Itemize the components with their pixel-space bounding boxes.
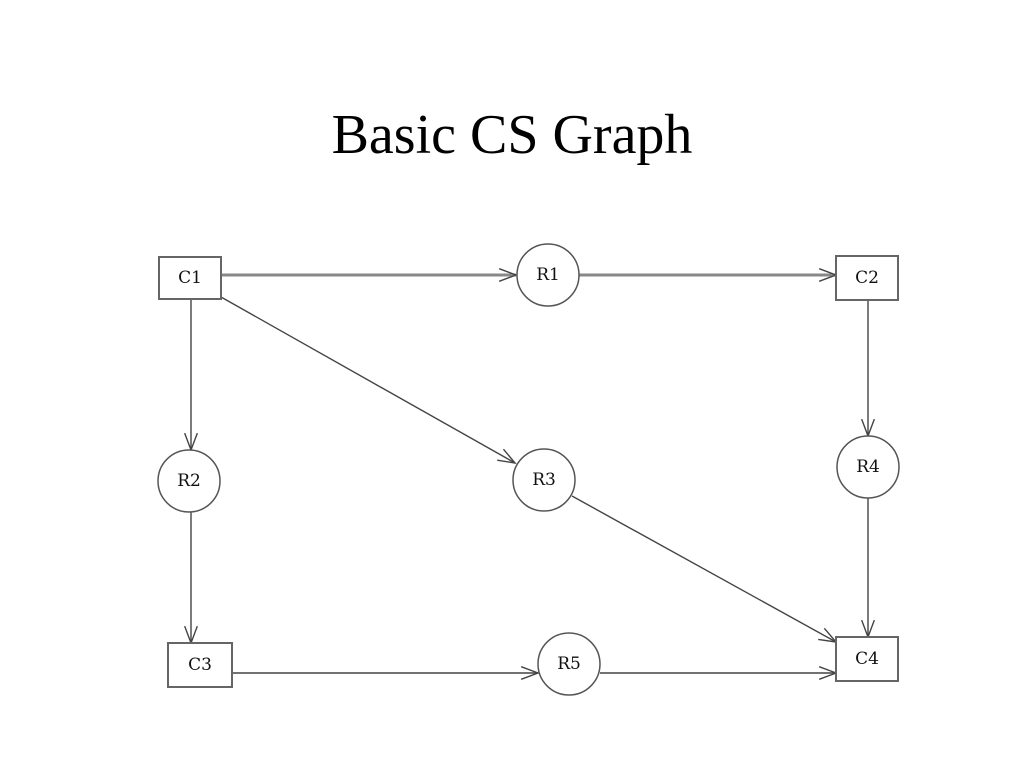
edge-r5-to-c4 (600, 666, 838, 680)
node-box (167, 642, 233, 688)
arrowhead-icon (520, 666, 540, 680)
node-r4: R4 (836, 435, 900, 499)
node-circle (836, 435, 900, 499)
node-r1: R1 (516, 243, 580, 307)
edge-line (220, 296, 516, 464)
edge-r1-to-c2 (579, 268, 838, 282)
node-box (835, 255, 899, 301)
node-r2: R2 (157, 449, 221, 513)
node-label: R2 (177, 471, 201, 491)
node-label: R3 (532, 470, 556, 490)
node-label: C2 (855, 268, 879, 288)
node-circle (157, 449, 221, 513)
edge-line (571, 495, 837, 643)
edge-c1-to-r1 (221, 268, 518, 282)
arrowhead-icon (497, 448, 517, 464)
node-c4: C4 (835, 636, 899, 682)
node-r5: R5 (537, 632, 601, 696)
node-label: R1 (536, 265, 560, 285)
edge-r2-to-c3 (184, 512, 198, 645)
node-label: R4 (856, 457, 880, 477)
node-r3: R3 (512, 448, 576, 512)
node-c3: C3 (167, 642, 233, 688)
node-box (835, 636, 899, 682)
node-circle (512, 448, 576, 512)
edge-c1-to-r3 (220, 296, 517, 464)
edge-r3-to-c4 (571, 495, 838, 643)
node-circle (537, 632, 601, 696)
node-c1: C1 (158, 256, 222, 300)
node-label: R5 (557, 654, 581, 674)
edge-c2-to-r4 (861, 300, 875, 438)
node-c2: C2 (835, 255, 899, 301)
node-label: C1 (178, 268, 202, 288)
node-box (158, 256, 222, 300)
edge-c3-to-r5 (232, 666, 540, 680)
node-circle (516, 243, 580, 307)
slide-title: Basic CS Graph (331, 104, 693, 166)
node-label: C3 (188, 655, 212, 675)
edge-r4-to-c4 (861, 498, 875, 639)
node-label: C4 (855, 649, 879, 669)
arrowhead-icon (498, 268, 518, 282)
edge-c1-to-r2 (184, 299, 198, 452)
